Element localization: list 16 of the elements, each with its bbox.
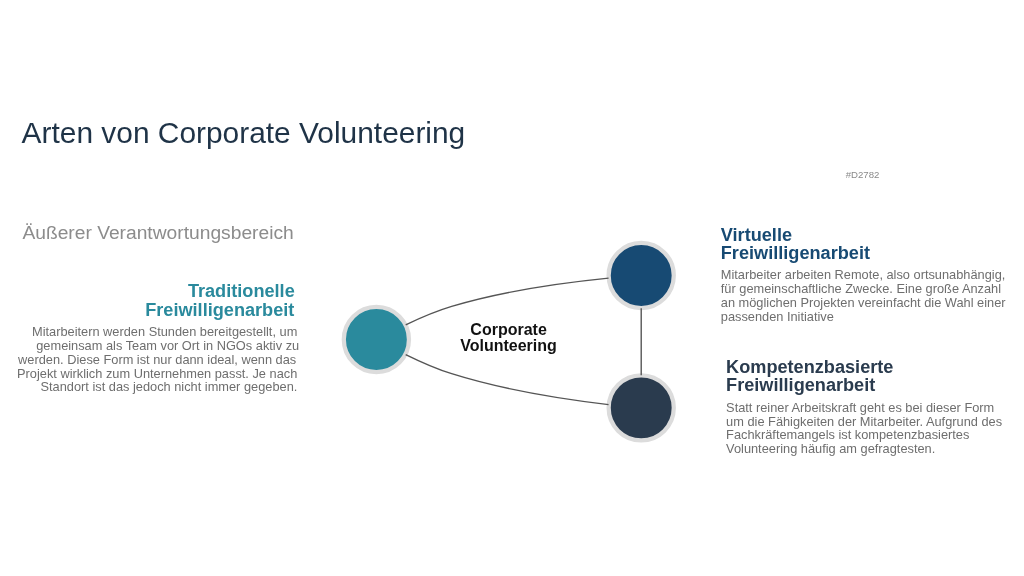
node-label: Virtuelle Freiwilligenarbeit [720, 224, 870, 264]
node-label: Mitarbeiter arbeiten Remote, also ortsunabhängig, für gemeinschaftliche Zwecke. Eine große Anzahl an möglichen Projekten vereinfacht die Wahl einer passenden Initiative [720, 267, 1006, 324]
connector [405, 353, 610, 406]
node-circle [606, 373, 676, 443]
label: Äußerer Verantwortungsbereich [22, 221, 294, 243]
connector [640, 307, 642, 376]
label: #D2782 [845, 169, 880, 181]
node-circle [606, 240, 676, 311]
label: Corporate Volunteering [460, 321, 557, 355]
diagram-title: Arten von Corporate Volunteering [21, 116, 466, 150]
node-label: Traditionelle Freiwilligenarbeit [145, 281, 295, 320]
node-label: Kompetenzbasierte Freiwilligenarbeit [726, 357, 894, 396]
node-label: Statt reiner Arbeitskraft geht es bei dieser Form um die Fähigkeiten der Mitarbeiter. Aufgrund des Fachkräftemangels ist kompetenzbasiertes Volunteering häufig am gefragtesten. [726, 399, 1003, 457]
node-label: Mitarbeitern werden Stunden bereitgestellt, um gemeinsam als Team vor Ort in NGOs aktiv zu werden. Diese Form ist nur dann ideal, wenn das Projekt wirklich zum Unternehmen passt. Je nach Standort ist das jedoch nicht immer gegeben. [17, 323, 300, 395]
connector [405, 277, 610, 326]
node-circle [341, 304, 412, 375]
